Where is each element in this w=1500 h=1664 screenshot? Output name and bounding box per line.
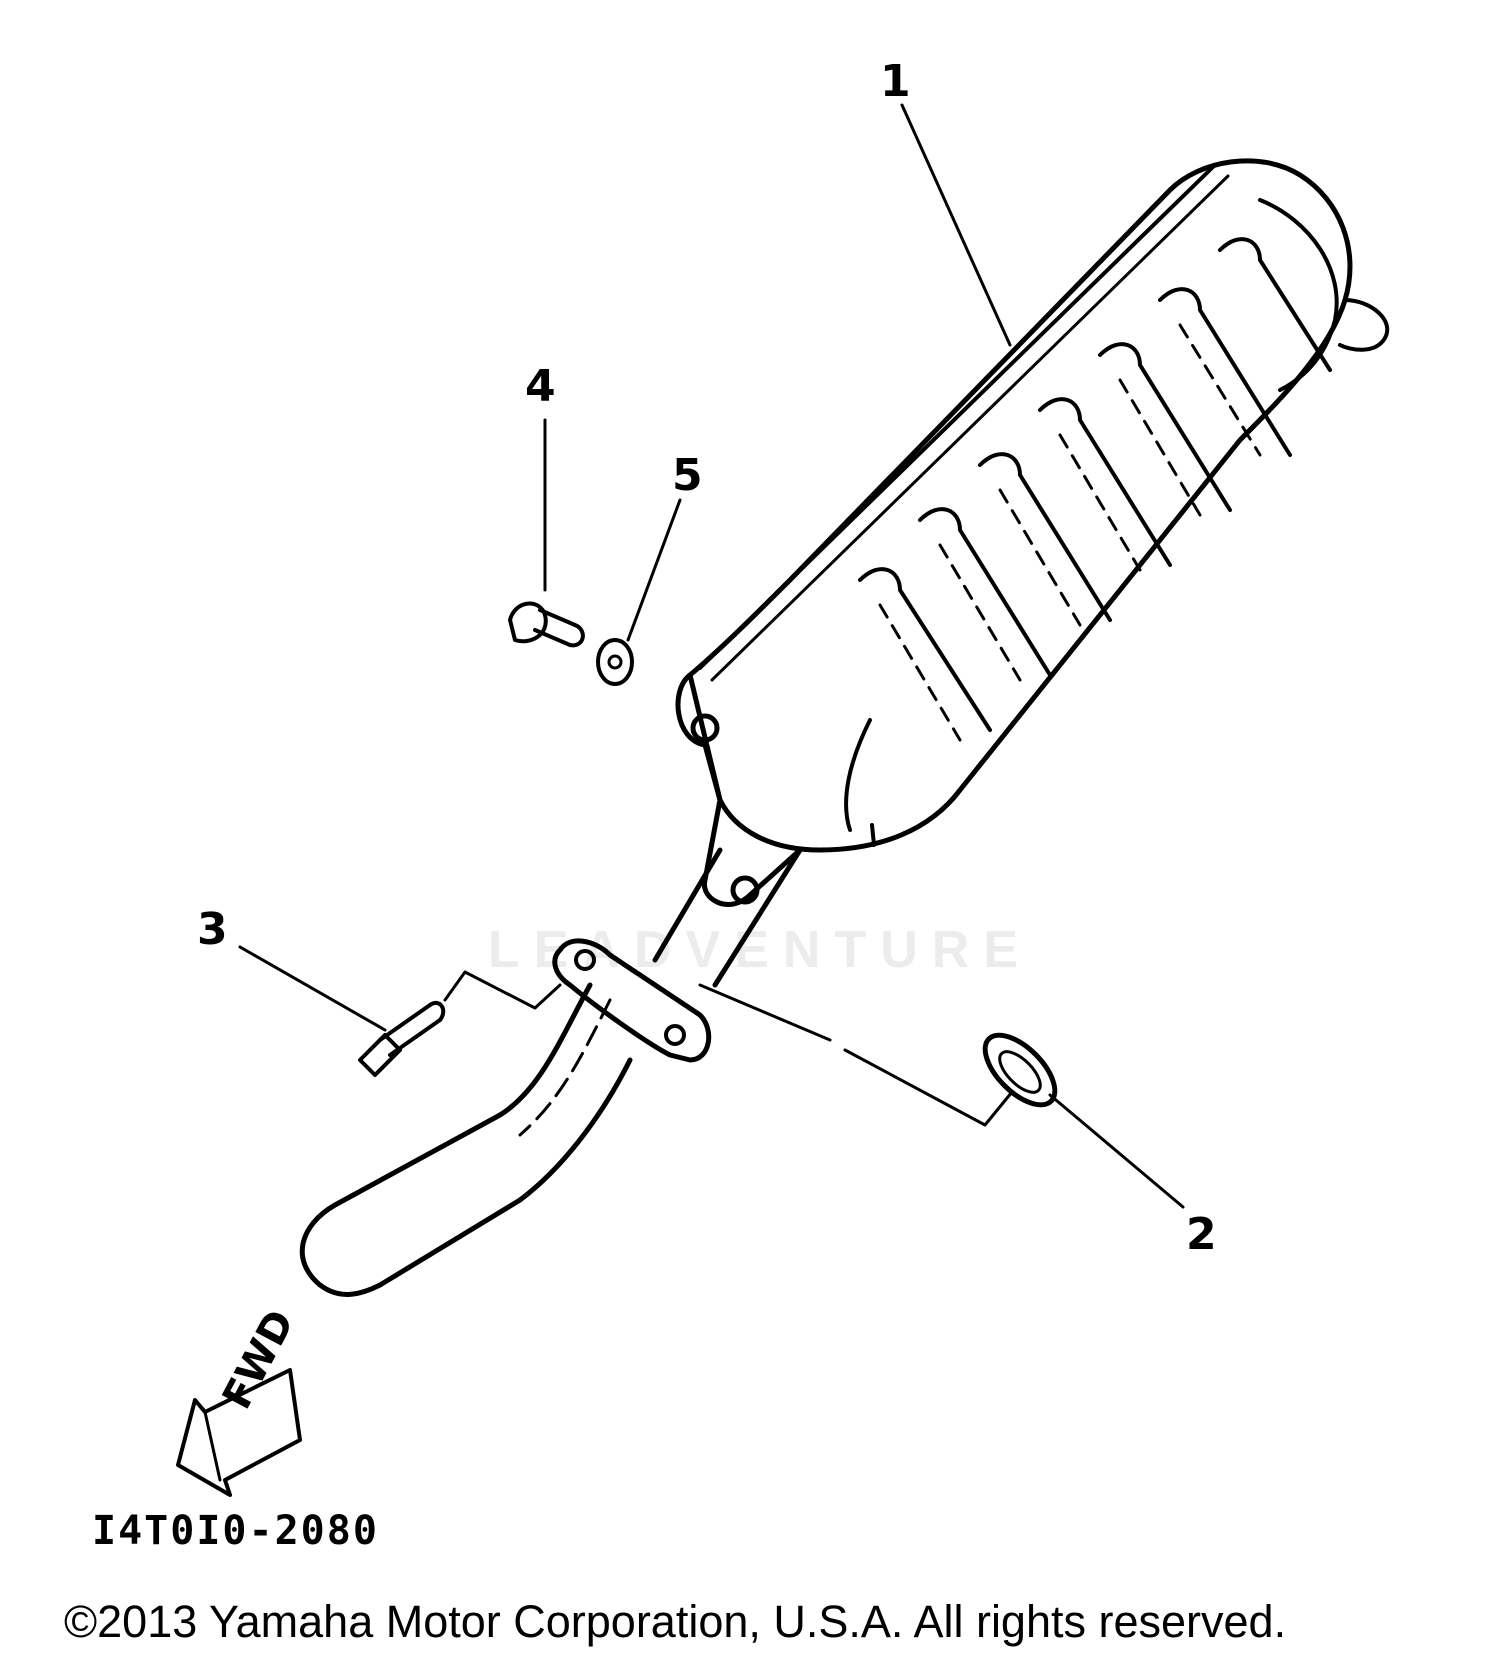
diagram-code: I4T0I0-2080 — [92, 1508, 379, 1554]
callout-2: 2 — [1186, 1209, 1217, 1260]
leadventure-watermark: LEADVENTURE — [488, 921, 1033, 979]
gasket-part-2 — [982, 1032, 1058, 1108]
nut-part-5 — [596, 638, 634, 686]
callout-4: 4 — [525, 361, 556, 412]
fwd-arrow-icon — [176, 1368, 302, 1497]
bolt-part-4 — [508, 601, 585, 648]
bolt-part-3 — [358, 1000, 446, 1077]
callout-3: 3 — [197, 904, 228, 955]
assembly-lines — [443, 970, 1014, 1127]
callout-5: 5 — [672, 450, 703, 501]
callout-1: 1 — [880, 56, 911, 107]
leader-lines — [238, 103, 1185, 1209]
copyright-notice: ©2013 Yamaha Motor Corporation, U.S.A. A… — [64, 1596, 1287, 1647]
muffler-part-1 — [299, 158, 1390, 1297]
